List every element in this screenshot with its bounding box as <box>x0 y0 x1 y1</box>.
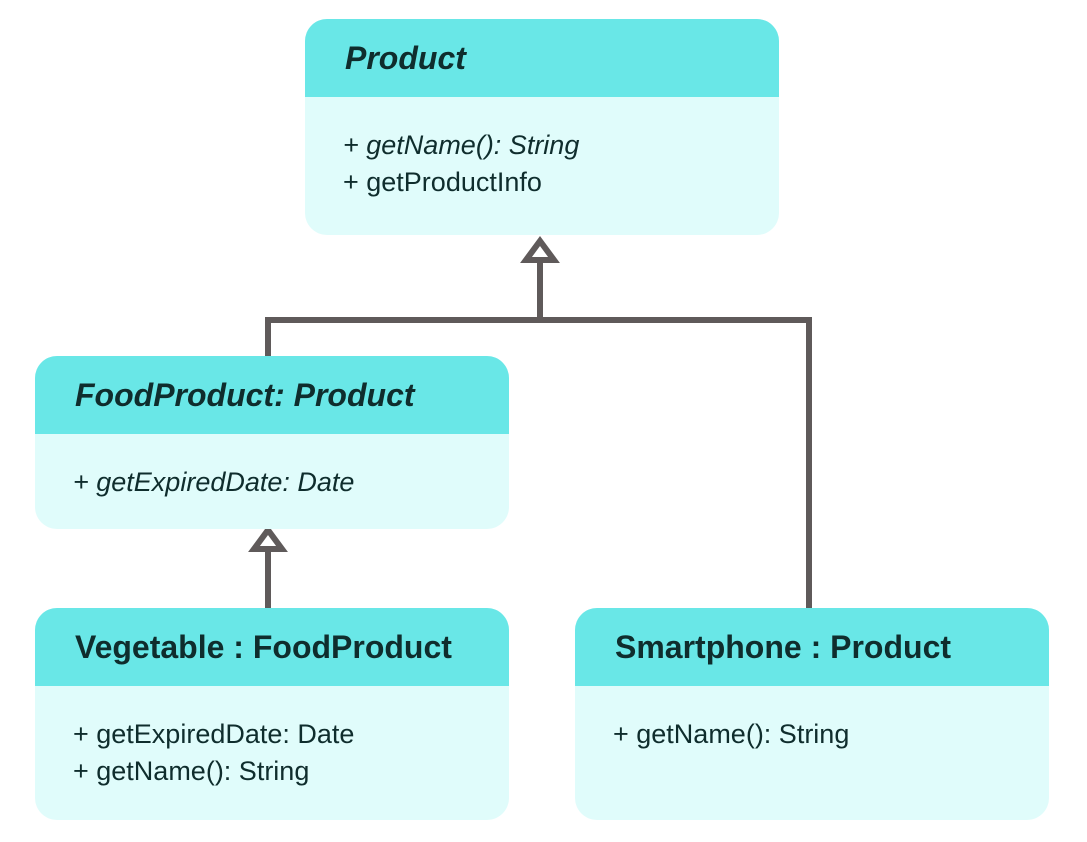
class-product-name: Product <box>305 19 779 97</box>
class-vegetable[interactable]: Vegetable : FoodProduct + getExpiredDate… <box>35 608 509 820</box>
method-getproductinfo: + getProductInfo <box>343 167 542 197</box>
class-smartphone-methods: + getName(): String <box>575 686 1049 753</box>
class-product[interactable]: Product + getName(): String + getProduct… <box>305 19 779 235</box>
class-vegetable-name: Vegetable : FoodProduct <box>35 608 509 686</box>
class-vegetable-methods: + getExpiredDate: Date + getName(): Stri… <box>35 686 509 790</box>
method-getname: + getName(): String <box>73 756 310 786</box>
method-getexpireddate: + getExpiredDate: Date <box>73 467 355 497</box>
class-smartphone[interactable]: Smartphone : Product + getName(): String <box>575 608 1049 820</box>
class-product-methods: + getName(): String + getProductInfo <box>305 97 779 201</box>
method-getname: + getName(): String <box>613 719 850 749</box>
class-smartphone-name: Smartphone : Product <box>575 608 1049 686</box>
method-getname: + getName(): String <box>343 130 580 160</box>
class-foodproduct[interactable]: FoodProduct: Product + getExpiredDate: D… <box>35 356 509 529</box>
class-foodproduct-methods: + getExpiredDate: Date <box>35 434 509 501</box>
inheritance-arrowhead-foodproduct <box>248 524 288 552</box>
inheritance-arrowhead-product <box>520 235 560 263</box>
class-foodproduct-name: FoodProduct: Product <box>35 356 509 434</box>
method-getexpireddate: + getExpiredDate: Date <box>73 719 355 749</box>
